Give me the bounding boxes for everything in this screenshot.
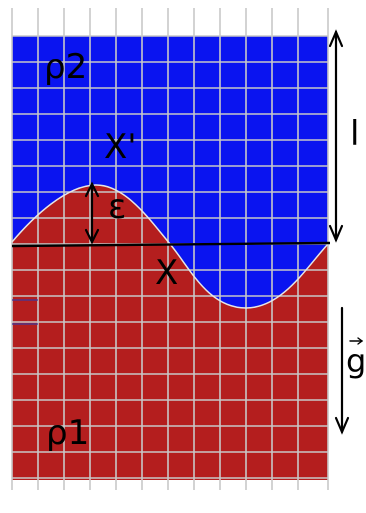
label-epsilon: ε [108,187,126,227]
label-rho2: ρ2 [44,47,87,87]
label-gravity: g [346,342,366,380]
label-rho1: ρ1 [46,413,89,453]
upper-fluid-region [12,36,328,308]
label-x-prime: X' [104,127,137,167]
gravity-arrow-icon [334,306,350,435]
length-arrow-icon [328,29,344,243]
label-length: l [350,114,359,154]
vector-arrow-icon [349,337,364,345]
epsilon-arrow-icon [84,181,100,245]
mean-interface-line [11,241,331,248]
grid-vertical-lines [11,8,329,490]
label-x: X [155,253,178,293]
